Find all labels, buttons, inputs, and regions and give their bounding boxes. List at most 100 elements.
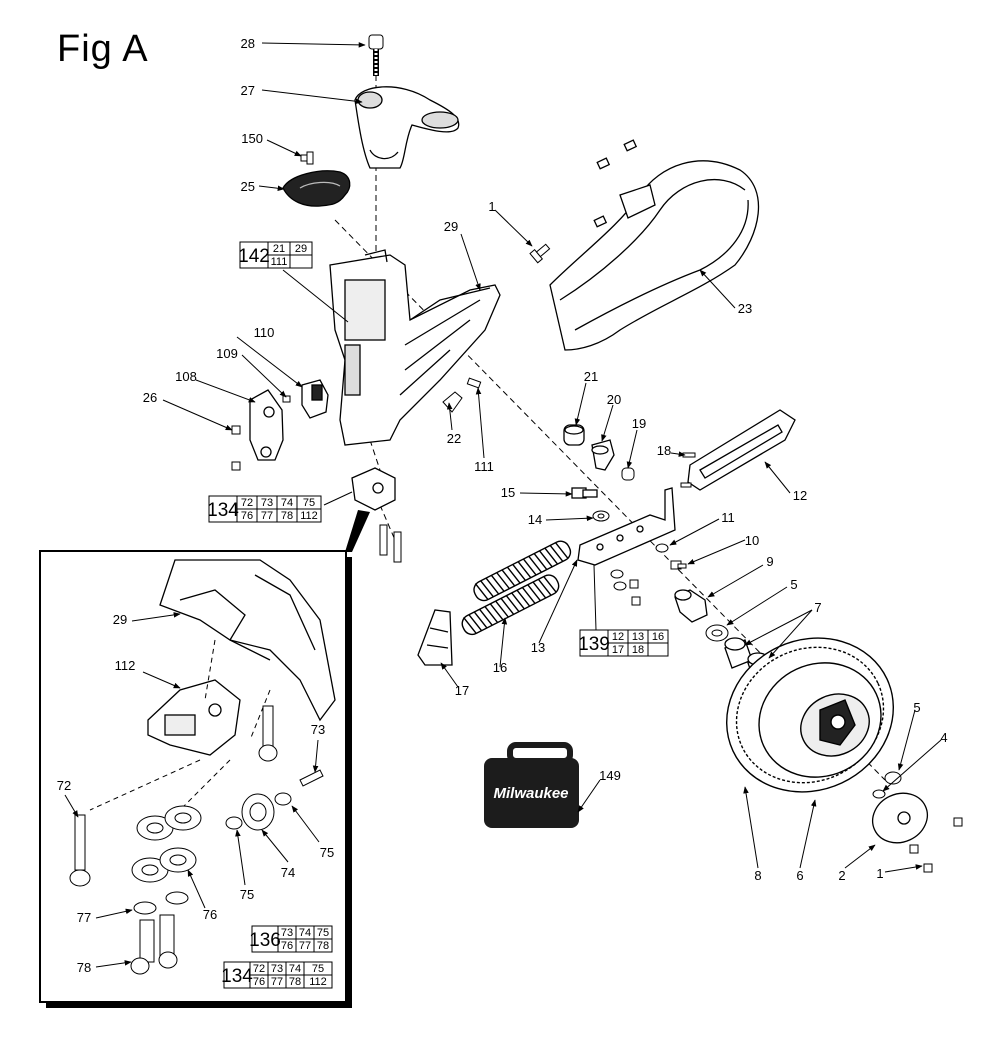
callout-21: 21 <box>584 369 598 384</box>
callout-15: 15 <box>501 485 515 500</box>
inset-screw-73-icon <box>258 705 324 787</box>
kit-134-cell: 74 <box>281 497 293 509</box>
inset-leader-lines <box>64 612 320 968</box>
kit-134-number: 134 <box>207 500 239 521</box>
callout-18: 18 <box>657 443 671 458</box>
inset-callout-labels: 29 112 73 72 75 74 75 76 77 78 <box>57 612 334 975</box>
screws-1b-icon <box>909 817 963 873</box>
kit-142-cell: 111 <box>271 256 288 268</box>
kit-136-cell: 74 <box>299 927 311 939</box>
kit-134-inset-number: 134 <box>221 966 253 987</box>
callout-29: 29 <box>444 219 458 234</box>
kit-139-cell: 12 <box>612 631 624 643</box>
plate-108-icon <box>249 389 284 461</box>
spacer-9-icon <box>674 589 708 623</box>
kit-134-inset-cell: 74 <box>289 963 301 975</box>
callout-108: 108 <box>175 369 197 384</box>
callout-28: 28 <box>241 36 255 51</box>
trigger-25-icon <box>282 170 351 207</box>
inset-block-112-icon <box>147 679 241 756</box>
bearing-21-icon <box>563 424 585 446</box>
kit-134-inset-cell: 112 <box>309 976 327 988</box>
inset-callout-75a: 75 <box>320 845 334 860</box>
kit-box-136 <box>251 925 333 953</box>
callout-110: 110 <box>254 325 275 340</box>
bolt-15-icon <box>571 487 598 499</box>
inset-callout-77: 77 <box>77 910 91 925</box>
pulley-6-icon <box>758 662 882 778</box>
callout-25: 25 <box>241 179 255 194</box>
carry-case-149-icon <box>484 742 579 828</box>
shaft-20-icon <box>591 439 615 471</box>
handle-27-icon <box>354 86 460 169</box>
plate-17-icon <box>417 609 453 666</box>
inset-callout-74: 74 <box>281 865 295 880</box>
roller-block-112-icon <box>351 467 396 511</box>
kit-134-cell: 73 <box>261 497 273 509</box>
pin-150-icon <box>300 151 314 165</box>
screw-109-icon <box>282 395 291 403</box>
callout-149: 149 <box>599 768 621 783</box>
kit-box-134-inset <box>223 961 333 989</box>
callout-2: 2 <box>838 868 845 883</box>
screws-78-icon <box>379 524 402 563</box>
washer-11-icon <box>655 543 669 553</box>
callout-23: 23 <box>738 301 752 316</box>
callout-1b: 1 <box>876 866 883 881</box>
kit-139-cell: 16 <box>652 631 664 643</box>
kit-136-cell: 73 <box>281 927 293 939</box>
callout-7: 7 <box>814 600 821 615</box>
kit-134-cell: 75 <box>303 497 315 509</box>
washer-4-icon <box>872 789 886 799</box>
kit-134-inset-cell: 77 <box>271 976 283 988</box>
callout-10: 10 <box>745 533 759 548</box>
inset-callout-75b: 75 <box>240 887 254 902</box>
kit-142-cell: 21 <box>273 243 285 255</box>
screw-26-icon <box>231 425 241 471</box>
kit-134-cell: 112 <box>300 510 318 522</box>
inset-bearings-76-icon <box>131 805 202 883</box>
callout-27: 27 <box>241 83 255 98</box>
inset-washers-77-icon <box>133 891 189 915</box>
kit-136-cell: 78 <box>317 940 329 952</box>
inset-callout-76: 76 <box>203 907 217 922</box>
fasteners-icon <box>610 569 641 606</box>
kit-134-inset-cell: 78 <box>289 976 301 988</box>
kit-134-inset-cell: 72 <box>253 963 265 975</box>
kit-134-inset-cell: 73 <box>271 963 283 975</box>
link-12-icon <box>687 409 796 491</box>
kit-136-cell: 77 <box>299 940 311 952</box>
kit-134-cell: 77 <box>261 510 273 522</box>
case-logo: Milwaukee <box>493 785 568 802</box>
callout-12: 12 <box>793 488 807 503</box>
callout-1: 1 <box>488 199 495 214</box>
screw-1-icon <box>529 243 551 264</box>
callout-22: 22 <box>447 431 461 446</box>
screw-10-icon <box>670 560 687 570</box>
pin-111-icon <box>466 377 482 389</box>
kit-139-cell: 18 <box>632 644 644 656</box>
callout-8: 8 <box>754 868 761 883</box>
kit-leaders <box>282 269 597 631</box>
kit-box-134 <box>208 495 322 523</box>
leader-lines <box>162 42 942 873</box>
callout-labels: 28 27 150 25 29 1 23 110 109 108 26 21 2… <box>143 36 948 883</box>
kit-134-cell: 76 <box>241 510 253 522</box>
clip-22-icon <box>442 391 463 413</box>
callout-20: 20 <box>607 392 621 407</box>
springs-16-icon <box>461 540 572 636</box>
inset-callout-78: 78 <box>77 960 91 975</box>
inset-pins-78-icon <box>130 914 178 975</box>
kit-134-cell: 72 <box>241 497 253 509</box>
inset-bearing-74-icon <box>225 792 292 831</box>
washer-5-icon <box>705 624 729 642</box>
callout-19: 19 <box>632 416 646 431</box>
kit-139-cell: 17 <box>612 644 624 656</box>
kit-139-cell: 13 <box>632 631 644 643</box>
guard-23-icon <box>549 139 760 351</box>
motor-housing-29-icon <box>329 249 501 446</box>
callout-16: 16 <box>493 660 507 675</box>
flange-2-icon <box>872 792 928 844</box>
callout-11: 11 <box>721 510 735 525</box>
